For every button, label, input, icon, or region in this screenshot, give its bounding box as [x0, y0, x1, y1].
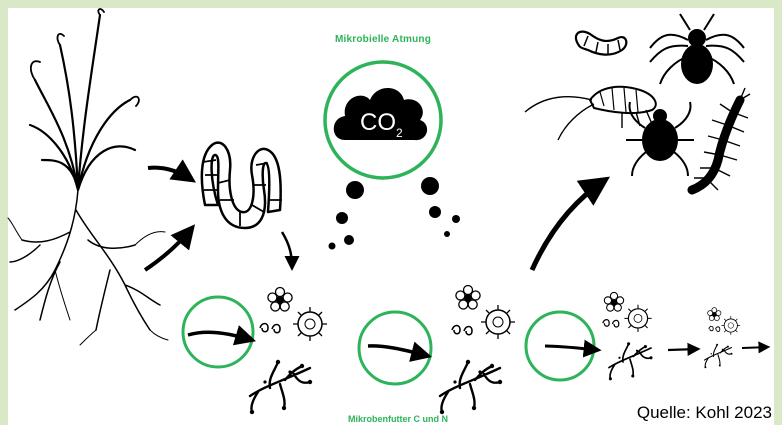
arrow-flow-4 [668, 349, 698, 350]
earthworm-icon [202, 143, 282, 228]
microbe-cluster-icon [603, 292, 652, 332]
fungal-hyphae-icon [250, 360, 312, 414]
microbe-cluster-icon [260, 288, 327, 342]
arrow-flow-3 [545, 346, 598, 350]
worm-small-icon [576, 32, 626, 55]
fungal-hyphae-icon [609, 342, 653, 380]
plant-roots-icon [8, 9, 168, 345]
arrow-to-fauna [532, 180, 605, 270]
arrow-flow-5 [742, 347, 768, 348]
fungal-hyphae-icon [440, 360, 502, 414]
source-caption: Quelle: Kohl 2023 [637, 403, 772, 423]
fungal-hyphae-icon [704, 344, 732, 368]
co2-bubbles [329, 177, 461, 250]
arrow-plant-to-worm-top [148, 168, 192, 180]
arrow-flow-1 [188, 332, 252, 340]
microbe-cluster-icon [708, 308, 741, 335]
arrow-worm-down [282, 232, 292, 268]
co2-subscript: 2 [396, 126, 403, 140]
co2-text: CO [360, 109, 396, 136]
arrow-plant-to-worm-bottom [145, 228, 192, 270]
centipede-icon [692, 88, 750, 190]
springtail-icon [525, 87, 656, 140]
spider-icon [650, 14, 744, 84]
microbe-cluster-icon [452, 286, 515, 340]
label-microbial-respiration: Mikrobielle Atmung [318, 34, 448, 45]
arrow-flow-2 [368, 346, 428, 356]
label-microbe-food: Mikrobenfutter C und N [318, 414, 478, 424]
